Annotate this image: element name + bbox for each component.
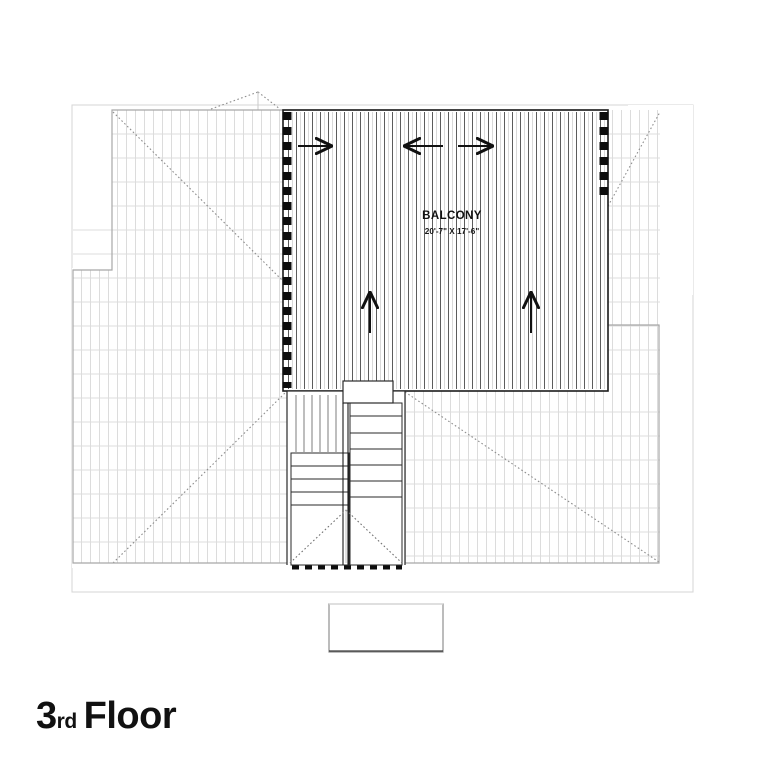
stair-hip-apex — [289, 509, 403, 564]
roof-field-left-bay — [73, 270, 113, 563]
valley-dormer-right — [257, 91, 281, 110]
roof-course-lines — [73, 133, 660, 557]
stairwell-outline — [286, 390, 406, 565]
stair-flight-right — [349, 402, 403, 566]
stair-flight-left — [290, 452, 350, 566]
roof-field-right-bay — [608, 110, 660, 325]
page-title-number: 3 — [36, 695, 57, 737]
valley-dormer-left — [210, 91, 259, 110]
stair-upper-boards — [295, 395, 337, 452]
hip-line-upper-right — [607, 111, 661, 207]
room-dimensions: 20'-7" X 17'-6" — [425, 227, 480, 236]
roof-field-group — [73, 110, 660, 563]
roof-field-left-lower — [112, 387, 283, 563]
stair-landing — [342, 380, 394, 404]
stair-treads-left — [291, 465, 349, 506]
balcony-label-group: BALCONY 20'-7" X 17'-6" — [422, 210, 482, 236]
roof-hip-lines — [112, 91, 661, 564]
stair-stringer — [342, 403, 349, 565]
balcony-deck — [282, 109, 609, 392]
room-label: BALCONY — [422, 210, 482, 222]
roof-field-upper-left — [112, 110, 283, 387]
hip-line-lower-right — [404, 391, 660, 563]
roof-field-right-mid — [608, 325, 659, 391]
entry-box-outline — [328, 603, 444, 653]
stair-treads-right — [350, 415, 402, 498]
deck-direction-arrows — [298, 146, 531, 333]
stairwell — [286, 380, 406, 566]
page-title-word: Floor — [83, 695, 177, 737]
page-title-ordinal: rd — [56, 710, 78, 733]
hip-line-lower-left — [112, 390, 288, 564]
